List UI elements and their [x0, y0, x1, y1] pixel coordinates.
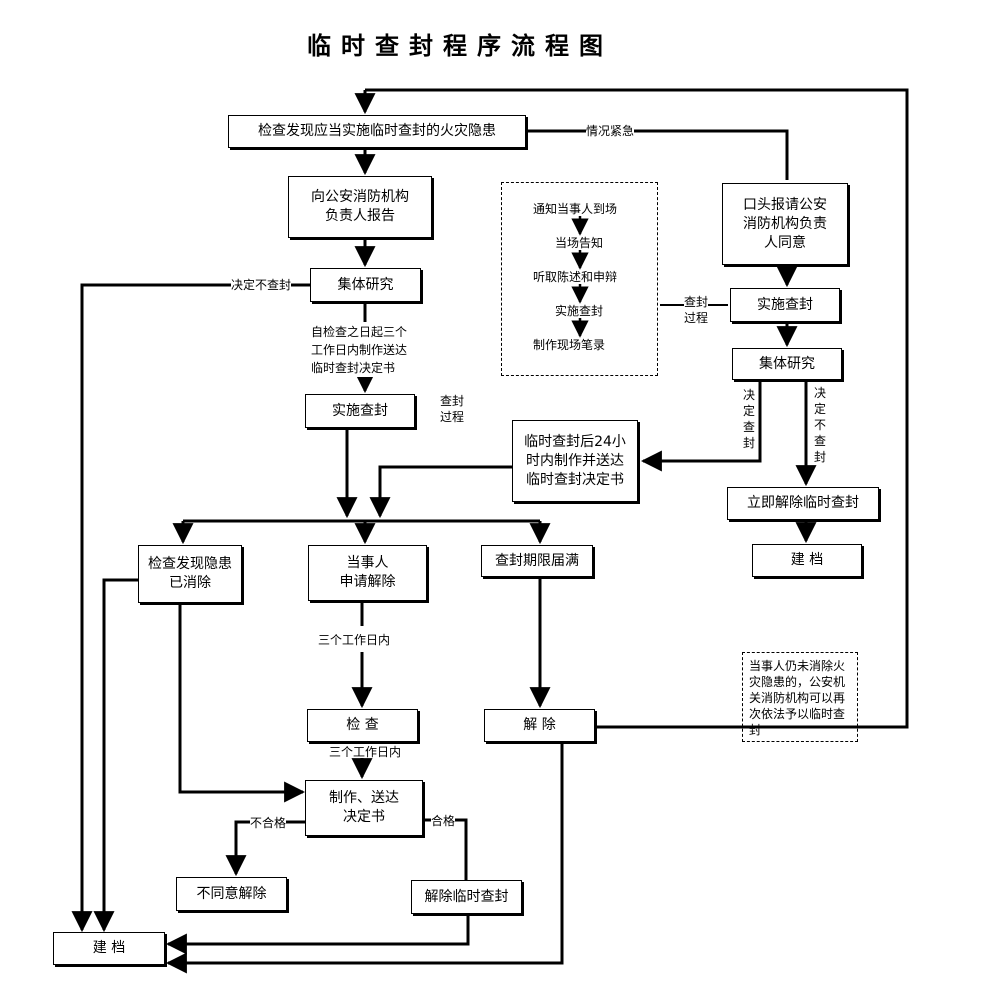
label-deliver-3days: 自检查之日起三个 工作日内制作送达 临时查封决定书: [311, 323, 408, 377]
label-process2: 查封 过程: [684, 294, 709, 326]
node-verbal: 口头报请公安 消防机构负责 人同意: [722, 183, 848, 265]
process-detail-box: [501, 182, 658, 376]
label-qualified: 合格: [431, 814, 456, 829]
node-lift: 解除临时查封: [411, 880, 522, 914]
line-release-archive: [165, 742, 564, 974]
node-archive-left: 建 档: [53, 932, 165, 965]
line-hazard-archive: [93, 578, 138, 933]
node-hazard-gone: 检查发现隐患 已消除: [138, 545, 242, 603]
node-discover: 检查发现应当实施临时查封的火灾隐患: [228, 115, 526, 148]
process-step: 制作现场笔录: [533, 338, 606, 352]
node-study1: 集体研究: [310, 268, 421, 302]
line-hazard-makedoc: [178, 603, 306, 803]
label-decide-no-seal: 决定不查封: [813, 385, 827, 465]
node-decision24: 临时查封后24小 时内制作并送达 临时查封决定书: [512, 420, 638, 502]
node-release-now: 立即解除临时查封: [727, 487, 879, 520]
process-step: 通知当事人到场: [533, 202, 618, 216]
node-release: 解 除: [484, 709, 595, 742]
page-title: 临时查封程序流程图: [307, 32, 613, 60]
process-step: 当场告知: [555, 236, 604, 250]
label-urgent: 情况紧急: [586, 124, 635, 139]
line-lift-archive: [165, 914, 470, 955]
reseal-note-box: [742, 652, 858, 742]
node-report: 向公安消防机构 负责人报告: [288, 176, 432, 238]
line-no-seal-left: [71, 283, 310, 933]
line-decide-seal: [640, 380, 762, 472]
line-urgent: [527, 129, 789, 180]
label-three-days-a: 三个工作日内: [318, 633, 391, 648]
node-study2: 集体研究: [732, 348, 842, 380]
label-process1: 查封 过程: [440, 393, 465, 425]
label-decide-seal: 决定查封: [742, 387, 756, 451]
node-implement1: 实施查封: [305, 394, 415, 428]
node-implement2: 实施查封: [730, 288, 840, 322]
node-party-apply: 当事人 申请解除: [308, 545, 427, 601]
label-no-seal-left: 决定不查封: [231, 278, 292, 293]
node-make-doc: 制作、送达 决定书: [305, 780, 423, 836]
node-archive-right: 建 档: [752, 544, 862, 577]
line-qualified: [423, 818, 468, 880]
label-three-days-b: 三个工作日内: [329, 745, 402, 759]
reseal-note: 当事人仍未消除火灾隐患的，公安机关消防机构可以再次依法予以临时查封: [749, 659, 846, 737]
node-inspect: 检 查: [307, 709, 418, 742]
node-period-expire: 查封期限届满: [481, 545, 593, 577]
label-unqualified: 不合格: [250, 816, 287, 831]
node-disagree: 不同意解除: [176, 877, 287, 911]
line-decision24-bus: [369, 465, 512, 519]
process-step: 听取陈述和申辩: [533, 270, 618, 284]
loop-line: [365, 88, 909, 729]
process-step: 实施查封: [555, 304, 604, 318]
